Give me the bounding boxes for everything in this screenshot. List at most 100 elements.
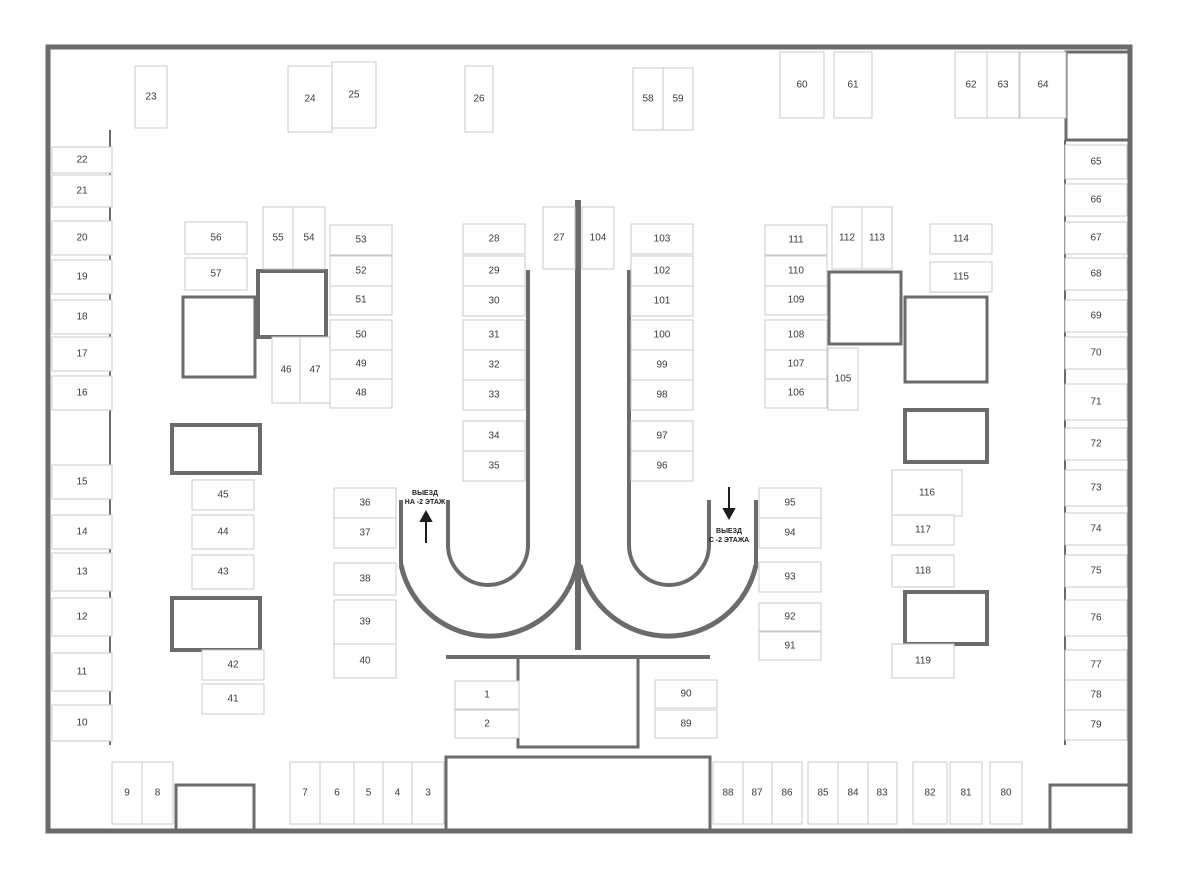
parking-spot-box[interactable] <box>764 284 828 316</box>
parking-spot-box[interactable] <box>333 643 397 679</box>
parking-spot-box[interactable] <box>333 562 397 596</box>
parking-spot-box[interactable] <box>827 347 859 411</box>
parking-spot-94[interactable]: 94 <box>758 517 822 549</box>
parking-spot-27[interactable]: 27 <box>542 206 576 270</box>
parking-spot-box[interactable] <box>741 761 773 825</box>
parking-spot-box[interactable] <box>51 597 113 637</box>
parking-spot-79[interactable]: 79 <box>1064 709 1128 741</box>
parking-spot-84[interactable]: 84 <box>837 761 869 825</box>
parking-spot-10[interactable]: 10 <box>51 704 113 742</box>
parking-spot-box[interactable] <box>51 336 113 372</box>
parking-spot-58[interactable]: 58 <box>632 67 664 131</box>
parking-spot-70[interactable]: 70 <box>1064 336 1128 370</box>
parking-spot-box[interactable] <box>662 67 694 131</box>
parking-spot-88[interactable]: 88 <box>712 761 744 825</box>
parking-spot-box[interactable] <box>51 375 113 411</box>
parking-spot-box[interactable] <box>51 652 113 692</box>
parking-spot-108[interactable]: 108 <box>764 319 828 351</box>
parking-spot-box[interactable] <box>630 223 694 255</box>
parking-spot-box[interactable] <box>462 349 526 381</box>
parking-spot-13[interactable]: 13 <box>51 552 113 592</box>
parking-spot-96[interactable]: 96 <box>630 450 694 482</box>
parking-spot-box[interactable] <box>891 643 955 679</box>
parking-spot-90[interactable]: 90 <box>654 679 718 709</box>
parking-spot-42[interactable]: 42 <box>201 649 265 681</box>
parking-spot-67[interactable]: 67 <box>1064 221 1128 255</box>
parking-spot-box[interactable] <box>333 517 397 549</box>
parking-spot-box[interactable] <box>201 683 265 715</box>
parking-spot-box[interactable] <box>191 479 255 511</box>
parking-spot-box[interactable] <box>1064 221 1128 255</box>
parking-spot-box[interactable] <box>191 514 255 550</box>
parking-spot-29[interactable]: 29 <box>462 255 526 287</box>
parking-spot-32[interactable]: 32 <box>462 349 526 381</box>
parking-spot-78[interactable]: 78 <box>1064 679 1128 711</box>
parking-spot-72[interactable]: 72 <box>1064 427 1128 461</box>
parking-spot-55[interactable]: 55 <box>262 206 294 270</box>
parking-spot-box[interactable] <box>861 206 893 270</box>
parking-spot-66[interactable]: 66 <box>1064 183 1128 217</box>
parking-spot-86[interactable]: 86 <box>771 761 803 825</box>
parking-spot-box[interactable] <box>319 761 355 825</box>
parking-spot-71[interactable]: 71 <box>1064 383 1128 421</box>
parking-spot-box[interactable] <box>758 487 822 519</box>
parking-spot-box[interactable] <box>1064 599 1128 637</box>
parking-spot-box[interactable] <box>929 223 993 255</box>
parking-spot-116[interactable]: 116 <box>891 469 963 517</box>
parking-spot-5[interactable]: 5 <box>353 761 384 825</box>
parking-spot-box[interactable] <box>462 255 526 287</box>
parking-spot-box[interactable] <box>630 349 694 381</box>
parking-spot-8[interactable]: 8 <box>141 761 174 825</box>
parking-spot-box[interactable] <box>111 761 143 825</box>
parking-spot-53[interactable]: 53 <box>329 224 393 256</box>
parking-spot-box[interactable] <box>462 285 526 317</box>
parking-spot-48[interactable]: 48 <box>329 377 393 409</box>
parking-spot-box[interactable] <box>654 679 718 709</box>
parking-spot-50[interactable]: 50 <box>329 319 393 351</box>
parking-spot-box[interactable] <box>1064 709 1128 741</box>
parking-spot-box[interactable] <box>758 631 822 661</box>
parking-spot-41[interactable]: 41 <box>201 683 265 715</box>
parking-spot-box[interactable] <box>912 761 948 825</box>
parking-spot-15[interactable]: 15 <box>51 464 113 500</box>
parking-spot-65[interactable]: 65 <box>1064 144 1128 180</box>
parking-spot-20[interactable]: 20 <box>51 220 113 256</box>
parking-spot-38[interactable]: 38 <box>333 562 397 596</box>
parking-spot-114[interactable]: 114 <box>929 223 993 255</box>
parking-spot-113[interactable]: 113 <box>861 206 893 270</box>
parking-spot-93[interactable]: 93 <box>758 561 822 593</box>
parking-spot-box[interactable] <box>891 469 963 517</box>
parking-spot-111[interactable]: 111 <box>764 224 828 256</box>
parking-spot-box[interactable] <box>1064 257 1128 291</box>
parking-spot-box[interactable] <box>929 261 993 293</box>
parking-spot-box[interactable] <box>630 319 694 351</box>
parking-spot-1[interactable]: 1 <box>454 680 520 710</box>
parking-spot-12[interactable]: 12 <box>51 597 113 637</box>
parking-spot-100[interactable]: 100 <box>630 319 694 351</box>
parking-spot-box[interactable] <box>891 514 955 546</box>
parking-spot-26[interactable]: 26 <box>464 65 494 133</box>
parking-spot-64[interactable]: 64 <box>1019 51 1067 119</box>
parking-spot-box[interactable] <box>184 257 248 291</box>
parking-spot-box[interactable] <box>1064 649 1128 681</box>
parking-spot-box[interactable] <box>329 255 393 287</box>
parking-spot-box[interactable] <box>329 284 393 316</box>
parking-spot-box[interactable] <box>462 420 526 452</box>
parking-spot-box[interactable] <box>1064 299 1128 333</box>
parking-spot-22[interactable]: 22 <box>51 146 113 174</box>
parking-spot-54[interactable]: 54 <box>292 206 326 270</box>
parking-spot-39[interactable]: 39 <box>333 599 397 645</box>
parking-spot-61[interactable]: 61 <box>833 51 873 119</box>
parking-spot-box[interactable] <box>51 174 113 208</box>
parking-spot-109[interactable]: 109 <box>764 284 828 316</box>
parking-spot-box[interactable] <box>986 51 1020 119</box>
parking-spot-31[interactable]: 31 <box>462 319 526 351</box>
parking-spot-118[interactable]: 118 <box>891 554 955 588</box>
parking-spot-95[interactable]: 95 <box>758 487 822 519</box>
parking-spot-box[interactable] <box>51 146 113 174</box>
parking-spot-35[interactable]: 35 <box>462 450 526 482</box>
parking-spot-117[interactable]: 117 <box>891 514 955 546</box>
parking-spot-105[interactable]: 105 <box>827 347 859 411</box>
parking-spot-110[interactable]: 110 <box>764 255 828 287</box>
parking-spot-box[interactable] <box>329 377 393 409</box>
